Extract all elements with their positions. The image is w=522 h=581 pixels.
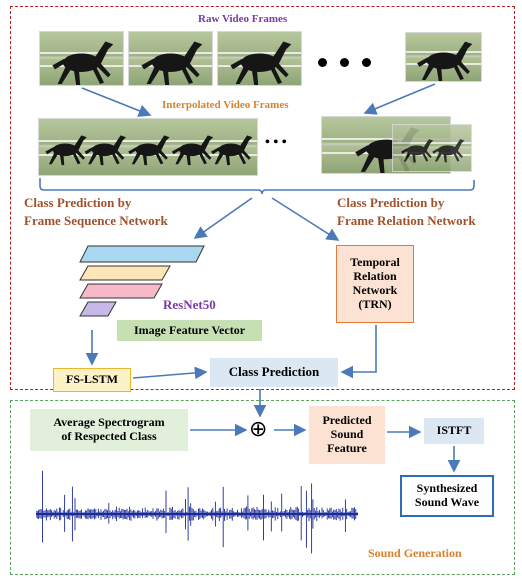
raw-video-frames-title: Raw Video Frames xyxy=(198,13,288,25)
interpolated-frames-title: Interpolated Video Frames xyxy=(162,99,289,111)
fence-rail xyxy=(129,52,212,55)
raw-frame-3 xyxy=(217,31,302,86)
frame-sequence-branch-label: Class Prediction by Frame Sequence Netwo… xyxy=(24,195,168,228)
class-prediction-box: Class Prediction xyxy=(210,358,338,387)
fence-rail xyxy=(322,138,450,141)
fence-rail xyxy=(40,52,123,55)
raw-frame-1 xyxy=(39,31,124,86)
synthesized-sound-wave-box: Synthesized Sound Wave xyxy=(400,475,494,517)
sound-generation-label: Sound Generation xyxy=(368,546,462,560)
trn-box: Temporal Relation Network (TRN) xyxy=(336,245,414,323)
resnet-layer-stack xyxy=(79,245,205,317)
fence-rail xyxy=(218,52,301,55)
ellipsis-dot xyxy=(318,58,327,67)
horse-silhouette xyxy=(401,139,465,163)
horse-silhouette xyxy=(45,135,253,166)
ellipsis-dot xyxy=(340,58,349,67)
horse-silhouette xyxy=(52,41,114,85)
fence-rail xyxy=(393,153,471,156)
image-feature-vector-box: Image Feature Vector xyxy=(117,320,262,341)
sound-waveform xyxy=(36,470,358,554)
ellipsis-dot xyxy=(362,58,371,67)
video-processing-region xyxy=(10,6,515,390)
istft-box: ISTFT xyxy=(424,418,484,444)
raw-frame-last xyxy=(405,32,482,82)
horse-silhouette xyxy=(417,41,473,81)
average-spectrogram-box: Average Spectrogram of Respected Class xyxy=(30,409,188,451)
fs-lstm-box: FS-LSTM xyxy=(53,368,131,392)
sum-operator-icon: ⊕ xyxy=(249,416,268,441)
sound-generation-region xyxy=(10,400,515,575)
frame-relation-branch-label: Class Prediction by Frame Relation Netwo… xyxy=(337,195,476,228)
predicted-sound-feature-box: Predicted Sound Feature xyxy=(309,406,385,464)
raw-frame-2 xyxy=(128,31,213,86)
fence-rail xyxy=(406,51,481,54)
fence-rail xyxy=(393,142,471,145)
horse-silhouette xyxy=(141,41,203,85)
horse-silhouette xyxy=(230,41,292,85)
ellipsis-text: • • • xyxy=(265,135,287,150)
fence-rail xyxy=(39,140,257,143)
interpolated-frame-ghost xyxy=(392,124,472,172)
resnet50-label: ResNet50 xyxy=(163,297,216,312)
interpolated-frame-strip xyxy=(38,118,258,176)
